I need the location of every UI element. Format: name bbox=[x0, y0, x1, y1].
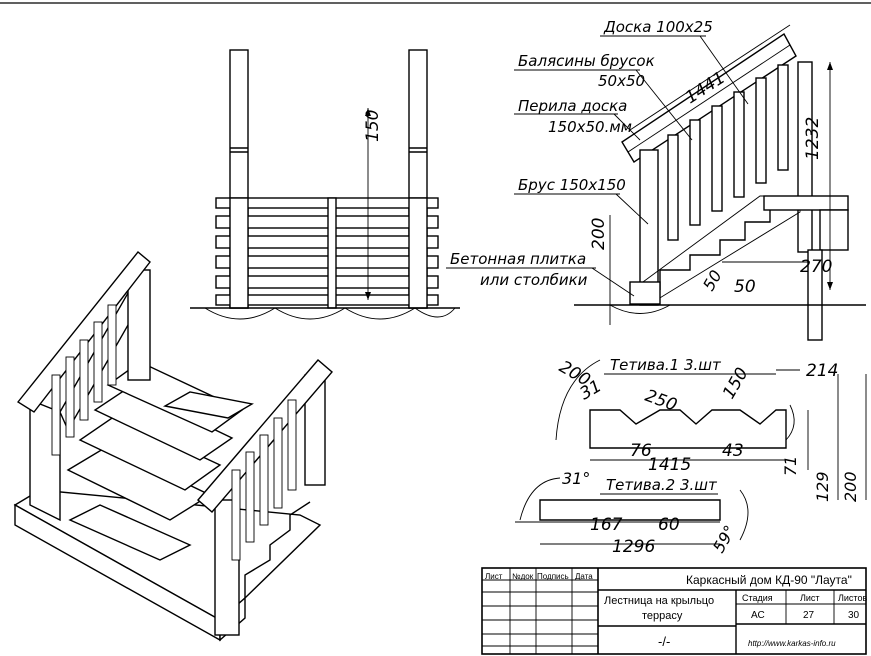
s1-dim-43: 43 bbox=[722, 441, 744, 461]
s1-dim-250: 250 bbox=[642, 386, 679, 416]
stringer-2-detail: Тетива.2 3.шт 31° 167 60 1296 59° bbox=[515, 469, 749, 557]
front-tread-5 bbox=[215, 275, 439, 289]
tb-col-sheets: Листов bbox=[838, 593, 867, 603]
title-block: Лист №док Подпись Дата Каркасный дом КД-… bbox=[481, 567, 867, 655]
front-middle-stringer bbox=[327, 197, 337, 309]
tb-val-stage: АС bbox=[751, 610, 765, 621]
side-balusters bbox=[667, 64, 789, 241]
s2-dim-31: 31° bbox=[562, 469, 590, 488]
isometric-view bbox=[13, 251, 333, 642]
callout-balusters-1: Балясины брусок bbox=[518, 52, 655, 70]
tb-val-sheet: 27 bbox=[803, 610, 815, 621]
side-dim-1232: 1232 bbox=[803, 117, 823, 160]
tb-project: Каркасный дом КД-90 "Лаута" bbox=[686, 573, 852, 587]
s1-dim-76: 76 bbox=[630, 441, 652, 461]
side-dim-step-run: 50 bbox=[734, 277, 756, 297]
front-dim-150: 150 bbox=[363, 110, 383, 142]
s1-dim-214: 214 bbox=[806, 361, 838, 381]
stringer2-title: Тетива.2 3.шт bbox=[606, 476, 718, 494]
s1-dim-1415: 1415 bbox=[648, 455, 691, 475]
s1-dim-200v: 200 bbox=[841, 471, 860, 502]
callout-concrete-2: или столбики bbox=[480, 271, 588, 289]
callout-balusters-2: 50х50 bbox=[598, 72, 645, 90]
tb-sheet-title-1: Лестница на крыльцо bbox=[604, 595, 714, 607]
front-tread-1 bbox=[215, 197, 439, 209]
s2-dim-59: 59° bbox=[709, 522, 740, 556]
side-dim-step-rise: 50 bbox=[699, 267, 726, 294]
side-dim-tread: 270 bbox=[800, 257, 832, 277]
s2-dim-167: 167 bbox=[590, 515, 623, 535]
iso-handrail-left bbox=[16, 251, 151, 413]
tb-col-sheet: Лист bbox=[800, 593, 820, 603]
s1-dim-129: 129 bbox=[813, 471, 832, 502]
tb-site: http://www.karkas-info.ru bbox=[748, 639, 836, 648]
front-tread-6 bbox=[215, 294, 439, 306]
front-tread-4 bbox=[215, 255, 439, 269]
tb-header-list: Лист bbox=[485, 572, 503, 581]
front-tread-3 bbox=[215, 235, 439, 249]
side-view: 1441 1232 200 50 50 270 bbox=[574, 24, 866, 341]
callout-board: Доска 100х25 bbox=[603, 18, 713, 36]
callout-handrail-2: 150х50.мм bbox=[548, 118, 632, 136]
tb-header-doc: №док bbox=[512, 572, 534, 581]
side-steps bbox=[659, 204, 800, 290]
s1-dim-71: 71 bbox=[781, 456, 800, 476]
front-tread-2 bbox=[215, 215, 439, 229]
callouts: Доска 100х25 Балясины брусок 50х50 Перил… bbox=[446, 18, 749, 297]
side-dim-200: 200 bbox=[589, 218, 609, 250]
s2-dim-60: 60 bbox=[658, 515, 680, 535]
stringer2-body bbox=[539, 499, 721, 521]
tb-header-sign: Подпись bbox=[537, 572, 569, 581]
stringer1-body bbox=[589, 409, 787, 449]
callout-beam: Брус 150х150 bbox=[518, 176, 626, 194]
tb-col-stage: Стадия bbox=[742, 593, 773, 603]
side-concrete-block bbox=[629, 281, 661, 305]
callout-concrete-1: Бетонная плитка bbox=[450, 250, 586, 268]
stringer1-title: Тетива.1 3.шт bbox=[610, 356, 722, 374]
tb-header-date: Дата bbox=[575, 572, 593, 581]
tb-scale: -/- bbox=[658, 634, 670, 649]
tb-sheet-title-2: террасу bbox=[642, 610, 683, 622]
front-view: 150 bbox=[190, 49, 460, 320]
tb-val-sheets: 30 bbox=[848, 610, 860, 621]
s2-dim-1296: 1296 bbox=[612, 537, 655, 557]
callout-handrail-1: Перила доска bbox=[518, 97, 627, 115]
side-platform bbox=[763, 195, 849, 211]
s1-dim-150: 150 bbox=[719, 364, 753, 402]
